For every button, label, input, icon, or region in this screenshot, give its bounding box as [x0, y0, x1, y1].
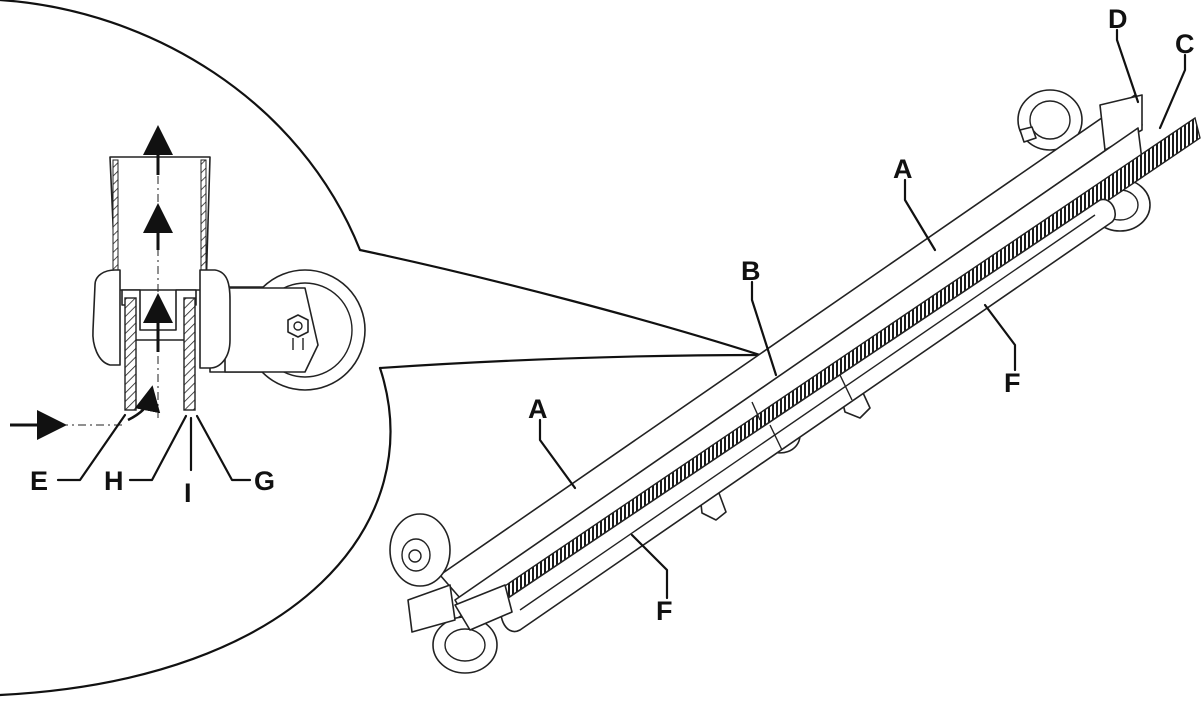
detail-nut	[287, 314, 309, 338]
leader-A-upper	[903, 178, 937, 252]
right-rear-wheel	[1017, 89, 1083, 151]
leader-D	[1115, 28, 1140, 104]
label-H: H	[104, 466, 124, 496]
leader-G	[195, 414, 252, 482]
label-A-upper: A	[893, 154, 913, 184]
squeegee-assembly	[389, 28, 1201, 674]
label-B: B	[741, 256, 761, 286]
cross-section-detail	[10, 125, 366, 482]
label-G: G	[254, 466, 275, 496]
left-front-wheel	[432, 616, 498, 674]
front-blade	[124, 297, 137, 411]
label-C: C	[1175, 29, 1195, 59]
leader-F-right	[983, 303, 1017, 372]
leader-H	[128, 414, 188, 482]
airflow-arrow-curve	[127, 385, 161, 422]
rear-blade	[183, 297, 196, 411]
detail-bubble	[0, 0, 762, 697]
label-F-lower: F	[656, 596, 673, 626]
label-I: I	[184, 478, 192, 508]
leader-B	[750, 280, 778, 377]
leader-F-lower	[630, 533, 669, 600]
leader-E	[56, 413, 127, 482]
leader-A-lower	[538, 418, 577, 490]
label-F-right: F	[1004, 368, 1021, 398]
label-D: D	[1108, 4, 1128, 34]
label-A-lower: A	[528, 394, 548, 424]
leader-C	[1158, 53, 1187, 130]
left-rear-wheel	[389, 513, 451, 587]
label-E: E	[30, 466, 48, 496]
